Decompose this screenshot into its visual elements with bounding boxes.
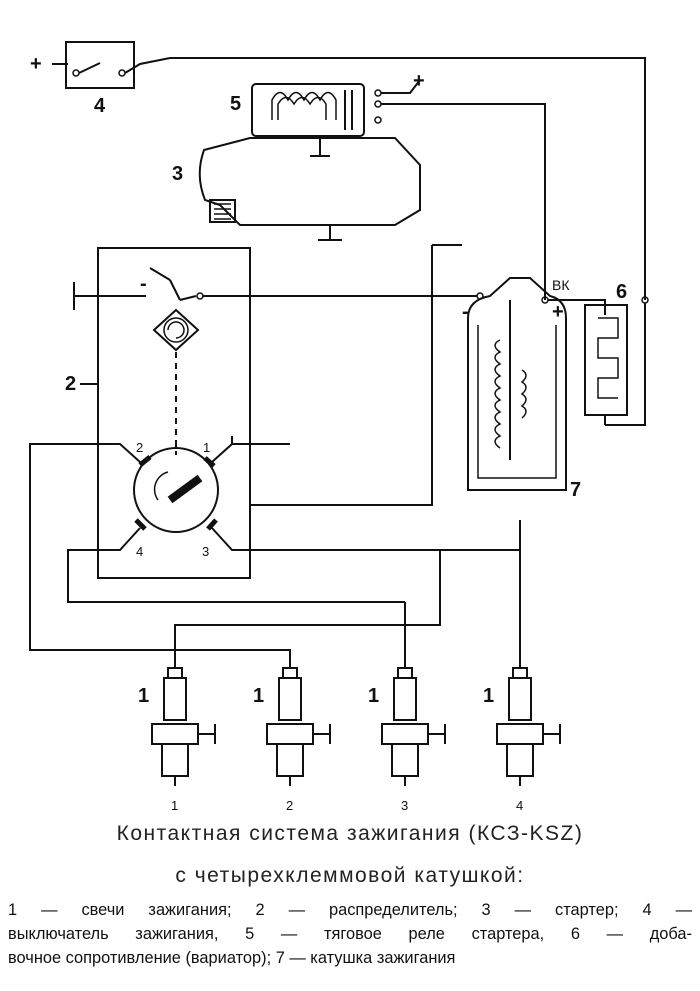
spark-plug: 1 4 xyxy=(483,667,561,813)
plug-callout: 1 xyxy=(368,685,379,707)
relay-plus-label: + xyxy=(413,70,425,92)
plug-number: 1 xyxy=(171,798,178,813)
distributor-number-label: 2 xyxy=(65,373,76,395)
plug-callout: 1 xyxy=(253,685,264,707)
plug-number: 2 xyxy=(286,798,293,813)
resistor-number-label: 6 xyxy=(616,281,627,303)
starter-motor: 3 xyxy=(172,137,421,241)
plug-callout: 1 xyxy=(483,685,494,707)
ignition-wiring-diagram: + 4 5 + 3 xyxy=(29,41,649,813)
plug-number: 4 xyxy=(516,798,523,813)
terminal-1-label: 1 xyxy=(203,440,210,455)
legend: 1 — свечи зажигания; 2 — распределитель;… xyxy=(8,898,692,970)
spark-plug: 1 1 xyxy=(138,667,216,813)
spark-plug: 1 2 xyxy=(253,667,331,813)
terminal-3-label: 3 xyxy=(202,544,209,559)
legend-line-2: выключатель зажигания, 5 — тяговое реле … xyxy=(8,925,692,943)
legend-line-1: 1 — свечи зажигания; 2 — распределитель;… xyxy=(8,901,692,919)
legend-line-3: вочное сопротивление (вариатор); 7 — кат… xyxy=(8,949,456,967)
switch-number-label: 4 xyxy=(94,95,106,117)
starter-number-label: 3 xyxy=(172,163,183,185)
contact-minus-label: - xyxy=(140,273,147,295)
plug-number: 3 xyxy=(401,798,408,813)
caption-title-line-1: Контактная система зажигания (КСЗ-KSZ) xyxy=(116,822,584,845)
terminal-4-label: 4 xyxy=(136,544,143,559)
spark-plug: 1 3 xyxy=(368,667,446,813)
coil-number-label: 7 xyxy=(570,479,581,501)
caption-title-line-2: с четырехклеммовой катушкой: xyxy=(175,864,525,887)
vk-terminal-label: ВК xyxy=(552,277,570,293)
distributor: 2 - 2 1 4 3 xyxy=(65,247,251,579)
ignition-switch: + 4 xyxy=(30,41,171,117)
relay-number-label: 5 xyxy=(230,93,241,115)
plug-callout: 1 xyxy=(138,685,149,707)
switch-plus-label: + xyxy=(30,53,42,75)
coil-plus-label: + xyxy=(552,301,564,323)
additional-resistor: 6 xyxy=(584,281,628,425)
coil-minus-label: - xyxy=(462,301,469,323)
starter-traction-relay: 5 + xyxy=(230,70,425,157)
ignition-coil: - + 7 xyxy=(462,277,581,501)
terminal-2-label: 2 xyxy=(136,440,143,455)
